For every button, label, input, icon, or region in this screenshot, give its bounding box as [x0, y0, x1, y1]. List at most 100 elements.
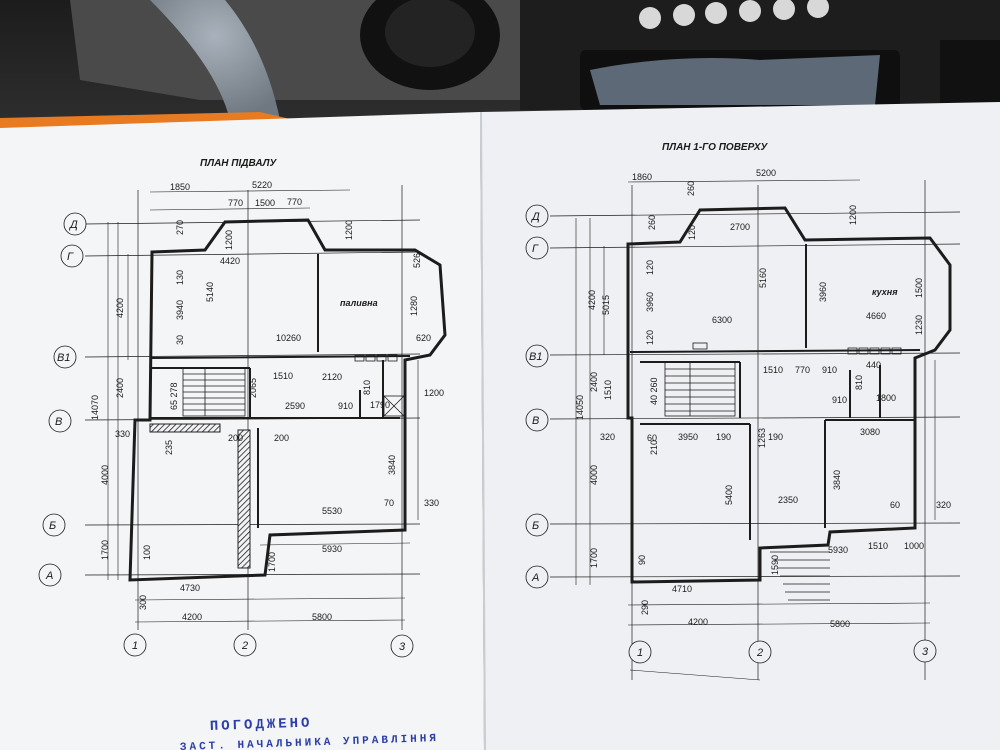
dimension-label: 120	[687, 225, 697, 240]
dimension-label: 4000	[100, 465, 110, 485]
car-dashboard	[0, 0, 1000, 130]
exterior-walls	[626, 206, 952, 584]
dimension-label: 330	[115, 429, 130, 439]
dimension-label: 1510	[603, 380, 613, 400]
dimension-label: 300	[138, 595, 148, 610]
axis-marker-b	[525, 513, 549, 537]
dimension-label: 60	[890, 500, 900, 510]
dimension-label: 620	[416, 333, 431, 343]
axis-marker-1	[628, 640, 652, 664]
chimney	[692, 342, 708, 350]
dimension-label: 270	[175, 220, 185, 235]
dimension-label: 5400	[724, 485, 734, 505]
dimension-label: 5800	[312, 612, 332, 622]
stamp-text: ПОГОДЖЕНО	[210, 715, 313, 735]
axis-marker-g	[525, 236, 549, 260]
axis-label: 1	[637, 647, 643, 659]
dimension-label: 2065	[248, 378, 258, 398]
dimension-label: 5200	[756, 168, 776, 178]
dimension-label: 320	[600, 432, 615, 442]
axis-label: 3	[922, 646, 929, 658]
dimension-label: 1700	[100, 540, 110, 560]
dimension-label: 330	[424, 498, 439, 508]
axis-marker-v	[525, 408, 549, 432]
axis-label: Г	[532, 243, 539, 255]
dimension-label: 1230	[914, 315, 924, 335]
dimension-label: 60	[647, 433, 657, 443]
dimension-label: 1700	[589, 548, 599, 568]
dimension-label: 200	[274, 433, 289, 443]
axis-marker-v1	[53, 345, 77, 369]
paper-right	[480, 102, 1000, 750]
dimension-label: 810	[854, 375, 864, 390]
dimension-label: 4000	[589, 465, 599, 485]
cross-box	[383, 395, 405, 417]
axis-marker-d	[63, 212, 87, 236]
axis-marker-d	[525, 204, 549, 228]
dimension-label: 1200	[848, 205, 858, 225]
dimension-label: 3080	[860, 427, 880, 437]
staircase	[182, 367, 246, 417]
dimension-label: 30	[175, 335, 185, 345]
axis-marker-3	[913, 639, 937, 663]
dimension-label: 1510	[763, 365, 783, 375]
axis-marker-2	[233, 633, 257, 657]
dimension-label: 810	[362, 380, 372, 395]
dimension-label: 40 260	[649, 377, 659, 405]
dimension-label: 2400	[589, 372, 599, 392]
axis-label: 2	[241, 640, 248, 652]
axis-label: Г	[67, 251, 74, 263]
plan-title: ПЛАН 1-ГО ПОВЕРХУ	[662, 142, 769, 153]
dimension-label: 3940	[175, 300, 185, 320]
dimension-label: 3960	[818, 282, 828, 302]
dimension-label: 5015	[601, 295, 611, 315]
dimension-label: 70	[384, 498, 394, 508]
dimension-label: 1280	[409, 296, 419, 316]
radio-buttons	[639, 0, 829, 29]
axis-label: Б	[49, 520, 56, 532]
dimension-label: 1500	[914, 278, 924, 298]
dimension-label: 4660	[866, 311, 886, 321]
dimension-lines	[575, 179, 936, 681]
dimension-label: 200	[228, 433, 243, 443]
dimension-label: 100	[142, 545, 152, 560]
hatched-wall	[237, 429, 251, 569]
axis-label: Б	[532, 520, 539, 532]
dimension-label: 1510	[273, 371, 293, 381]
dimension-label: 2350	[778, 495, 798, 505]
dimension-label: 2590	[285, 401, 305, 411]
dimension-label: 120	[645, 260, 655, 275]
first-floor-plan: ПЛАН 1-ГО ПОВЕРХУ Д Г В1	[525, 142, 961, 681]
hatched-wall	[149, 423, 221, 433]
dimension-label: 4710	[672, 584, 692, 594]
axis-label: 2	[756, 647, 763, 659]
axis-label: А	[45, 570, 53, 582]
dimension-label: 770	[287, 197, 302, 207]
dimension-label: 1200	[344, 220, 354, 240]
dimension-label: 5930	[322, 544, 342, 554]
dimension-label: 770	[795, 365, 810, 375]
dimension-label: 190	[716, 432, 731, 442]
dimension-label: 2400	[115, 378, 125, 398]
dimension-label: 1200	[224, 230, 234, 250]
axis-marker-b	[42, 513, 66, 537]
dimension-label: 526	[412, 253, 422, 268]
axis-marker-v	[48, 409, 72, 433]
dimension-label: 260	[647, 215, 657, 230]
dimension-label: 4200	[182, 612, 202, 622]
dimension-label: 1850	[170, 182, 190, 192]
dimension-label: 2700	[730, 222, 750, 232]
dimension-label: 1000	[904, 541, 924, 551]
dimension-label: 440	[866, 360, 881, 370]
axis-marker-1	[123, 633, 147, 657]
room-label-boiler: паливна	[340, 298, 378, 308]
dimension-label: 4730	[180, 583, 200, 593]
room-label-kitchen: кухня	[872, 287, 898, 297]
axis-label: 3	[399, 641, 406, 653]
axis-label: Д	[68, 219, 78, 231]
dimension-label: 1263	[757, 428, 767, 448]
dimension-label: 4420	[220, 256, 240, 266]
dimension-label: 290	[640, 600, 650, 615]
dimension-label: 5140	[205, 282, 215, 302]
dimension-label: 65 278	[169, 382, 179, 410]
